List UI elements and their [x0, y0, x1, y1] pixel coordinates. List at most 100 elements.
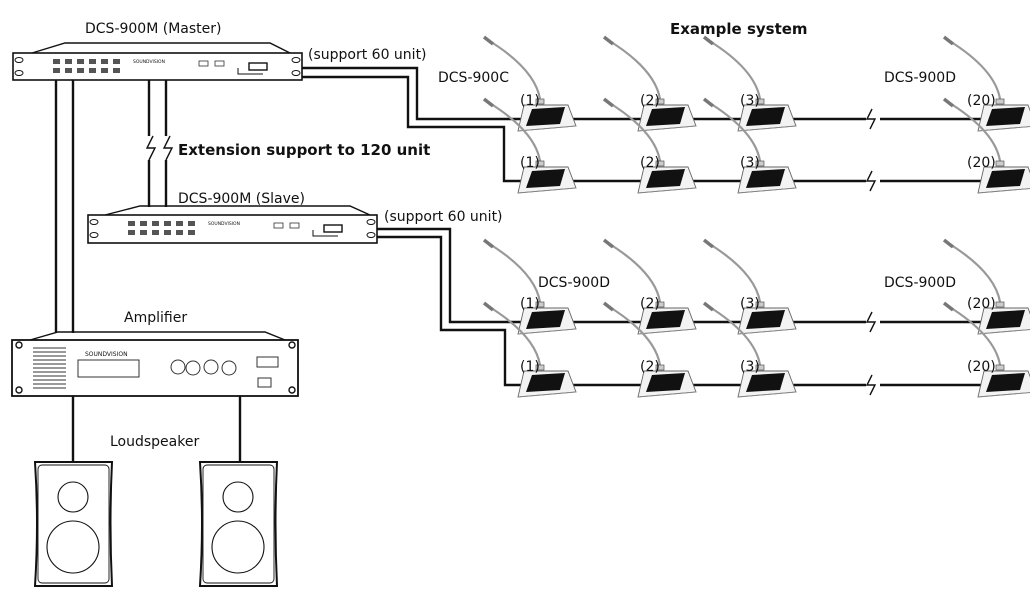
conference-unit: [702, 301, 797, 398]
loudspeakers: [33, 461, 279, 587]
unit-number-label: (1): [520, 359, 540, 375]
unit-screen: [526, 310, 565, 329]
conference-unit: [942, 238, 1030, 335]
rack-button: [164, 230, 171, 235]
unit-edge: [637, 328, 697, 335]
gooseneck-mic-icon: [487, 101, 542, 162]
speaker-front: [37, 464, 110, 584]
mic-head-icon: [942, 35, 955, 46]
gooseneck-mic-icon: [947, 39, 1002, 100]
conference-unit: [482, 35, 577, 132]
unit-edge: [977, 126, 1030, 132]
rack-brand: SOUNDVISION: [208, 221, 240, 227]
slave-label: DCS-900M (Slave): [178, 191, 305, 207]
unit-edge: [637, 187, 697, 194]
unit-screen: [646, 373, 685, 392]
unit-screen: [526, 373, 565, 392]
conference-unit: [942, 97, 1030, 194]
break-mark-icon: [865, 170, 877, 192]
gooseneck-mic-icon: [607, 242, 662, 303]
unit-screen: [646, 107, 685, 126]
mic-head-icon: [702, 35, 715, 46]
diagram-title: Example system: [670, 20, 808, 38]
mic-head-icon: [602, 97, 615, 108]
mic-head-icon: [942, 238, 955, 249]
mic-head-icon: [702, 301, 715, 312]
break-mark-icon: [865, 374, 877, 396]
unit-number-label: (2): [640, 296, 660, 312]
rack-ear-hole: [366, 232, 376, 238]
rack-button: [53, 59, 60, 64]
mic-base: [995, 301, 1005, 308]
rack-button: [164, 221, 171, 226]
rack-button: [152, 230, 159, 235]
rack-ear-hole: [291, 70, 301, 76]
rack-ear-hole: [14, 70, 24, 76]
gooseneck-mic-icon: [487, 305, 542, 366]
mic-head-icon: [482, 35, 495, 46]
rack-connector: [198, 60, 209, 67]
conference-unit: [702, 97, 797, 194]
slave-support-label: (support 60 unit): [384, 209, 503, 225]
unit-number-label: (20): [967, 155, 996, 171]
gooseneck-mic-icon: [707, 39, 762, 100]
unit-number-label: (1): [520, 155, 540, 171]
loudspeaker-left: [33, 461, 114, 587]
rack-ear-hole: [89, 219, 99, 225]
break-mark-icon: [865, 311, 877, 333]
rack-button: [89, 68, 96, 73]
unit-number-label: (2): [640, 155, 660, 171]
conference-unit: [482, 238, 577, 335]
gooseneck-mic-icon: [707, 101, 762, 162]
mic-base: [755, 160, 765, 167]
rack-button: [101, 59, 108, 64]
unit-screen: [986, 373, 1025, 392]
unit-screen: [746, 169, 785, 188]
mic-head-icon: [602, 35, 615, 46]
unit-screen: [746, 373, 785, 392]
mic-base: [655, 301, 665, 308]
mic-base: [755, 301, 765, 308]
gooseneck-mic-icon: [607, 39, 662, 100]
power-arrow-icon: [237, 68, 263, 75]
rack-button: [176, 230, 183, 235]
rack-button: [65, 68, 72, 73]
unit-edge: [977, 392, 1030, 398]
unit-number-label: (20): [967, 359, 996, 375]
conference-unit: [702, 238, 797, 335]
rack-button: [53, 68, 60, 73]
rack-connector: [214, 60, 225, 67]
mic-base: [655, 160, 665, 167]
rack-brand: SOUNDVISION: [133, 59, 165, 65]
conference-unit: [482, 97, 577, 194]
gooseneck-mic-icon: [607, 305, 662, 366]
mic-head-icon: [482, 301, 495, 312]
group1-left-label: DCS-900C: [438, 70, 509, 86]
mic-head-icon: [942, 301, 955, 312]
slave-rack-unit: SOUNDVISION: [87, 205, 378, 244]
speaker-cabinet: [198, 461, 279, 587]
mic-base: [655, 98, 665, 105]
unit-screen: [986, 169, 1025, 188]
unit-edge: [637, 125, 697, 132]
amp-power-button: [257, 377, 272, 388]
master-rack-unit: SOUNDVISION: [12, 42, 303, 81]
tweeter-icon: [57, 481, 89, 513]
gooseneck-mic-icon: [607, 101, 662, 162]
mic-base: [535, 98, 545, 105]
mic-head-icon: [702, 97, 715, 108]
rack-button: [128, 230, 135, 235]
unit-edge: [977, 188, 1030, 194]
unit-screen: [526, 169, 565, 188]
rack-button: [77, 68, 84, 73]
unit-screen: [646, 310, 685, 329]
rack-button: [77, 59, 84, 64]
master-to-row2-cable: [302, 75, 1000, 183]
group2-right-label: DCS-900D: [884, 275, 956, 291]
mic-head-icon: [602, 238, 615, 249]
rack-button: [128, 221, 135, 226]
unit-number-label: (20): [967, 296, 996, 312]
conference-unit: [602, 35, 697, 132]
amplifier-unit: SOUNDVISION: [11, 331, 299, 397]
unit-number-label: (3): [740, 155, 760, 171]
